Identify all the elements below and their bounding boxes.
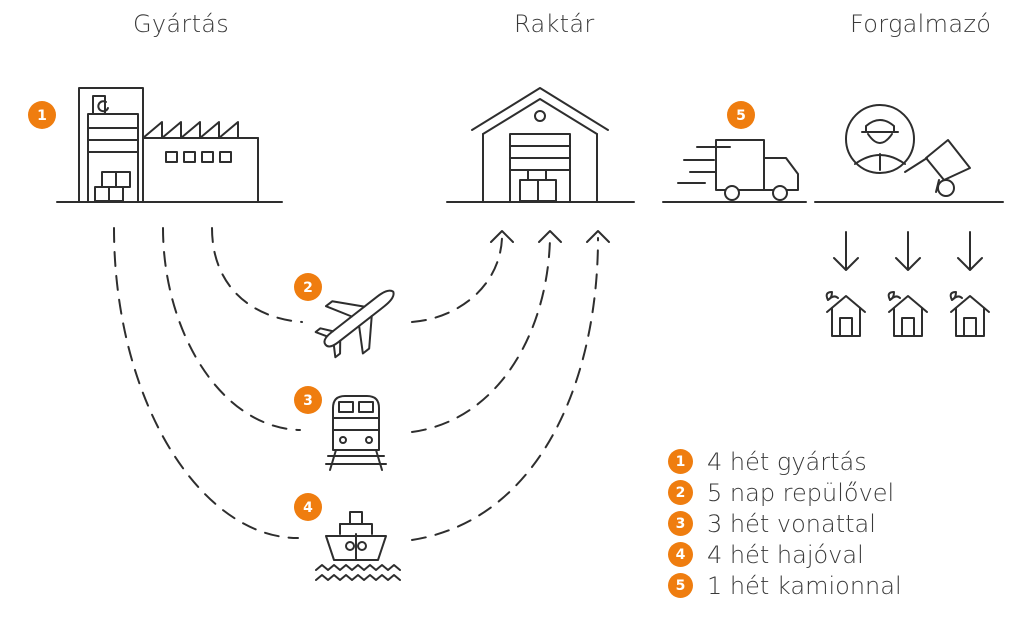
badge-1: 1: [28, 101, 56, 129]
legend: 1 4 hét gyártás 2 5 nap repülővel 3 3 hé…: [668, 446, 902, 601]
courier-icon: [845, 104, 971, 197]
legend-label: 4 hét gyártás: [707, 447, 867, 476]
legend-item: 2 5 nap repülővel: [668, 477, 902, 508]
house-icon: [949, 291, 990, 337]
truck-icon: [677, 139, 799, 201]
legend-label: 4 hét hajóval: [707, 540, 864, 569]
legend-number: 5: [668, 573, 693, 598]
svg-text:1: 1: [37, 108, 47, 124]
ship-icon: [315, 511, 401, 581]
svg-text:3: 3: [303, 393, 313, 409]
svg-text:2: 2: [303, 280, 313, 296]
factory-icon: [78, 87, 259, 203]
legend-number: 3: [668, 511, 693, 536]
column-title-distributor: Forgalmazó: [850, 10, 992, 38]
legend-label: 1 hét kamionnal: [707, 571, 902, 600]
badge-3: 3: [294, 386, 322, 414]
legend-number: 4: [668, 542, 693, 567]
dashed-routes: [113, 227, 599, 541]
svg-text:5: 5: [736, 108, 746, 124]
house-icon: [825, 291, 866, 337]
train-icon: [325, 395, 387, 471]
down-arrows: [833, 231, 983, 271]
column-title-warehouse: Raktár: [514, 10, 595, 38]
badge-4: 4: [294, 493, 322, 521]
badge-2: 2: [294, 273, 322, 301]
legend-label: 5 nap repülővel: [707, 478, 895, 507]
legend-item: 5 1 hét kamionnal: [668, 570, 902, 601]
legend-number: 2: [668, 480, 693, 505]
legend-number: 1: [668, 449, 693, 474]
up-arrows: [490, 230, 610, 243]
column-title-production: Gyártás: [133, 10, 230, 38]
svg-text:4: 4: [303, 500, 313, 516]
legend-label: 3 hét vonattal: [707, 509, 876, 538]
house-icon: [887, 291, 928, 337]
legend-item: 4 4 hét hajóval: [668, 539, 902, 570]
legend-item: 3 3 hét vonattal: [668, 508, 902, 539]
badge-5: 5: [727, 101, 755, 129]
airplane-icon: [314, 289, 395, 359]
legend-item: 1 4 hét gyártás: [668, 446, 902, 477]
warehouse-icon: [471, 87, 609, 203]
